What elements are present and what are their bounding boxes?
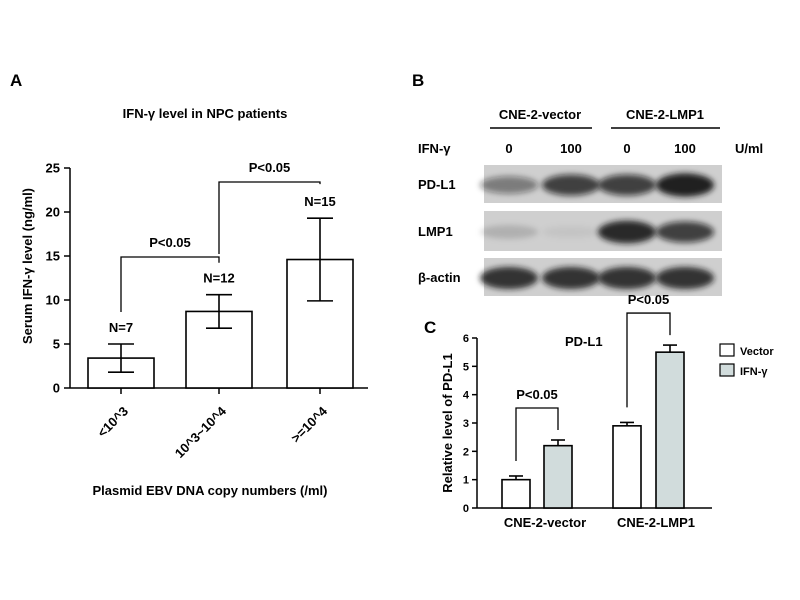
dose-unit: U/ml [735,141,763,156]
blot-band [542,266,600,290]
chart-c-yticks: 0 1 2 3 4 5 6 [463,333,477,515]
chart-c-ytick-label: 5 [463,361,469,373]
chart-a-ylabel: Serum IFN-γ level (ng/ml) [20,188,35,344]
panel-b-western-blot: B CNE-2-vector CNE-2-LMP1 IFN-γ 0 100 0 … [412,71,763,296]
dose-label-3: 0 [623,141,630,156]
chart-c-xticks: CNE-2-vector CNE-2-LMP1 [504,515,695,530]
chart-c-legend-swatch [719,363,735,377]
chart-c-bar [612,425,642,509]
chart-c-ytick-label: 2 [463,446,469,458]
blot-band [542,225,600,239]
chart-a-bracket-2 [218,181,321,254]
dose-label-1: 0 [505,141,512,156]
group-label-lmp1: CNE-2-LMP1 [626,107,704,122]
chart-a-xtick-label: <10^3 [94,404,131,441]
panel-b-letter: B [412,71,424,90]
chart-a-ytick-label: 10 [46,293,60,308]
chart-a-n-label: N=15 [304,194,335,209]
blot-band [656,266,714,290]
chart-c-ytick-label: 6 [463,333,469,345]
blot-band [542,174,600,196]
chart-a-pvalue-2: P<0.05 [249,160,291,175]
chart-c-bracket [626,312,671,408]
chart-a-n-label: N=7 [109,320,133,335]
blot-row-label: LMP1 [418,224,453,239]
treatment-label: IFN-γ [418,141,451,156]
chart-c-legend-label: IFN-γ [740,366,768,378]
panel-c-letter: C [424,318,436,337]
blot-band [480,266,538,290]
dose-label-2: 100 [560,141,582,156]
blot-row-label: β-actin [418,270,461,285]
chart-a-ytick-label: 5 [53,337,60,352]
chart-a-yticks: 0 5 10 15 20 25 [46,161,70,396]
chart-c-bar [543,444,573,509]
chart-a-bracket-1 [120,256,220,312]
chart-c-xtick-label: CNE-2-vector [504,515,586,530]
chart-a-ytick-label: 15 [46,249,60,264]
dose-label-4: 100 [674,141,696,156]
blot-band [598,266,656,290]
chart-a-ytick-label: 0 [53,381,60,396]
chart-a-xlabel: Plasmid EBV DNA copy numbers (/ml) [92,483,327,498]
chart-c-annotation: PD-L1 [565,334,603,349]
chart-c-xtick-label: CNE-2-LMP1 [617,515,695,530]
chart-c-ytick-label: 4 [463,390,470,402]
chart-c-ytick-label: 1 [463,475,469,487]
panel-a: A IFN-γ level in NPC patients Serum IFN-… [10,71,368,498]
chart-c-pvalue: P<0.05 [628,292,670,307]
chart-c-significance: P<0.05P<0.05 [515,292,671,461]
blot-band [480,225,538,239]
chart-c-ytick-label: 3 [463,418,469,430]
chart-c-bars [501,344,685,509]
chart-c-ylabel: Relative level of PD-L1 [440,353,455,492]
chart-c-ytick-label: 0 [463,503,469,515]
chart-a-xticks: <10^3 10^3~10^4 >=10^4 [94,388,331,461]
chart-a-ytick-label: 25 [46,161,60,176]
chart-c-legend-swatch [719,343,735,357]
blot-band [480,176,538,194]
blot-band [656,221,714,243]
blot-band [598,220,656,244]
chart-c-bar [655,351,685,509]
chart-c-bracket [515,407,559,461]
chart-c-bar [501,478,531,509]
chart-a-xtick-label: >=10^4 [288,403,331,446]
panel-c: C Relative level of PD-L1 PD-L1 0123456 … [424,292,774,530]
chart-a-significance: P<0.05P<0.05 [120,160,321,312]
chart-a-ytick-label: 20 [46,205,60,220]
blot-row-label: PD-L1 [418,177,456,192]
blot-band [656,173,714,197]
group-label-vector: CNE-2-vector [499,107,581,122]
chart-a-bars: N=7 N=12 N=15 [87,194,354,389]
panel-a-letter: A [10,71,22,90]
chart-c-pvalue: P<0.05 [516,387,558,402]
chart-a-xtick-label: 10^3~10^4 [172,403,230,461]
chart-a-n-label: N=12 [203,271,234,286]
chart-a-pvalue-1: P<0.05 [149,235,191,250]
chart-c-legend-label: Vector [740,346,774,358]
blot-band [598,174,656,196]
chart-a-title: IFN-γ level in NPC patients [123,106,288,121]
